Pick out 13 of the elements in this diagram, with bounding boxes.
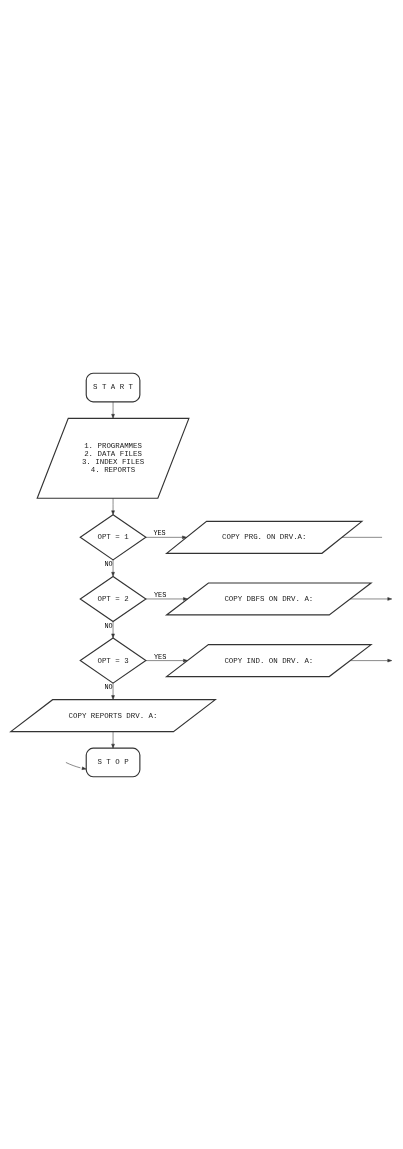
arrow — [145, 535, 187, 539]
arrow — [111, 682, 115, 700]
arrow — [145, 658, 188, 662]
arrow — [111, 559, 115, 577]
arrow — [145, 596, 188, 601]
arrow — [111, 620, 115, 638]
arrow — [111, 497, 115, 515]
arrow — [111, 401, 115, 419]
arrow — [65, 761, 87, 770]
arrow — [349, 658, 393, 662]
arrow — [349, 596, 393, 601]
arrow — [111, 730, 115, 748]
connector — [341, 536, 383, 538]
